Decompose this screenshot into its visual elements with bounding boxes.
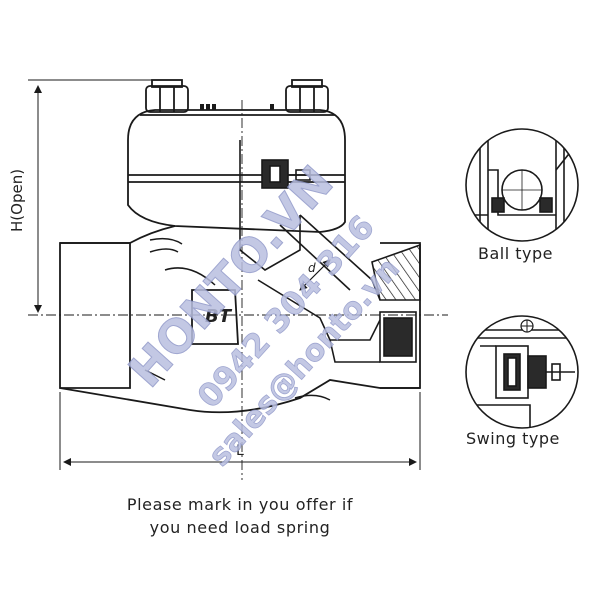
detail-swing-label: Swing type xyxy=(466,429,560,448)
detail-ball-type xyxy=(465,128,579,242)
right-socket-end xyxy=(380,242,421,389)
dimension-d-label: d xyxy=(308,261,316,275)
cover-screws xyxy=(200,104,274,110)
detail-swing-type xyxy=(465,315,579,429)
watermark: HONTO.VN 0942 304 316 sales@honto.vn xyxy=(118,155,408,474)
center-lines xyxy=(28,100,448,480)
dimension-length xyxy=(59,392,421,470)
section-cut xyxy=(239,140,421,363)
detail-ball-label: Ball type xyxy=(478,244,553,263)
dimension-height xyxy=(28,79,152,313)
dimension-length-label: L xyxy=(236,443,244,459)
body-mark-text: BT xyxy=(205,306,233,327)
dimension-height-label: H(Open) xyxy=(8,169,26,232)
body-bottom xyxy=(59,379,420,414)
body-mark-boss: BT xyxy=(191,289,239,345)
left-bolt xyxy=(145,79,189,113)
dimension-d xyxy=(299,259,331,291)
right-bolt xyxy=(285,79,329,113)
body-contour-lines xyxy=(144,237,331,401)
bonnet-cover xyxy=(127,109,346,233)
valve-body xyxy=(59,109,421,414)
load-spring-note: Please mark in you offer if you need loa… xyxy=(60,493,420,539)
left-socket-end xyxy=(59,242,131,389)
note-line-2: you need load spring xyxy=(149,518,331,537)
note-line-1: Please mark in you offer if xyxy=(126,495,354,514)
